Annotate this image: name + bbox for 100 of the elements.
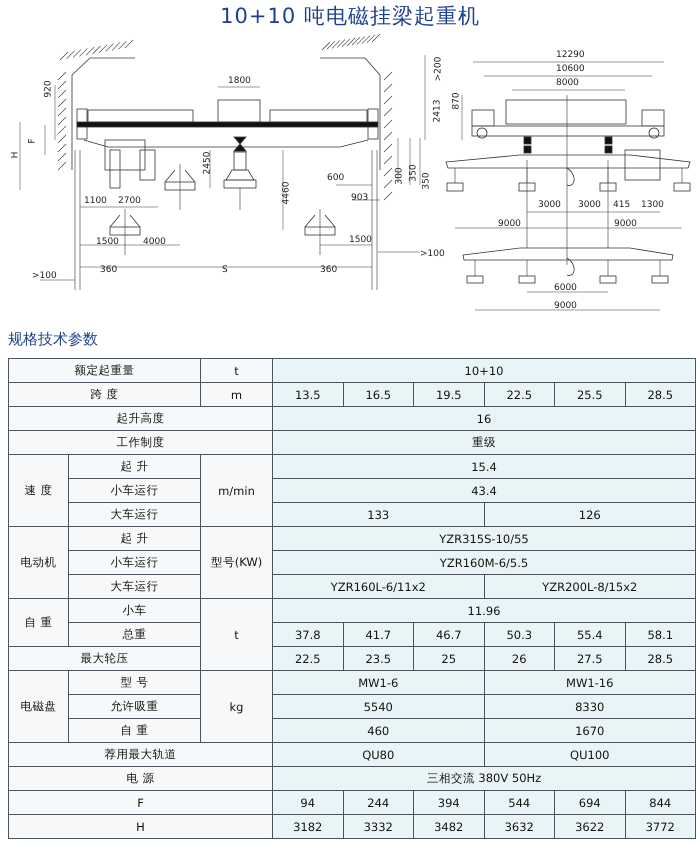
dimension-label: 9000 [498,219,521,229]
dimension-label: 600 [327,173,344,183]
table-cell: 最大轮压 [8,646,200,670]
dimension-label: >200 [433,56,444,82]
table-cell: 3332 [343,814,414,838]
table-cell: 694 [554,790,625,814]
table-cell: YZR315S-10/55 [272,526,696,550]
table-cell: 小车运行 [68,550,200,574]
table-cell: 允许吸重 [68,694,200,718]
dimension-label: 1100 [84,196,107,206]
table-cell: 型号(KW) [200,526,272,598]
dimension-label: S [222,265,228,275]
dimension-label: 1800 [228,76,251,86]
dimension-label: H [10,152,20,158]
table-cell: 型 号 [68,670,200,694]
table-cell: m/min [200,454,272,526]
dimension-label: 3000 [538,200,561,210]
dimension-label: 870 [452,92,462,110]
table-cell: 速 度 [8,454,68,526]
table-cell: 总重 [68,622,200,646]
table-cell: 3772 [625,814,696,838]
table-cell: YZR160M-6/5.5 [272,550,696,574]
table-cell: 额定起重量 [8,358,200,382]
table-cell: 16 [272,406,696,430]
table-cell: 25.5 [554,382,625,406]
table-cell: 844 [625,790,696,814]
table-cell: MW1-6 [272,670,484,694]
table-cell: 3482 [414,814,484,838]
dimension-label: 920 [44,80,54,98]
dimension-label: 1500 [96,237,119,247]
table-cell: 15.4 [272,454,696,478]
table-cell: 25 [414,646,484,670]
table-cell: 小车 [68,598,200,622]
dimension-label: 2450 [202,152,212,174]
table-cell: 37.8 [272,622,343,646]
dimension-label: 360 [320,265,338,275]
table-cell: 重级 [272,430,696,454]
table-cell: 244 [343,790,414,814]
table-cell: 41.7 [343,622,414,646]
section-heading: 规格技术参数 [8,330,98,349]
table-cell: 22.5 [484,382,554,406]
table-cell: 5540 [272,694,484,718]
dimension-label: F [28,138,38,144]
dimension-label: >100 [420,249,445,259]
table-cell: YZR160L-6/11x2 [272,574,484,598]
dimension-label: 8000 [556,78,579,88]
table-cell: QU80 [272,742,484,766]
table-cell: 46.7 [414,622,484,646]
table-cell: 工作制度 [8,430,272,454]
table-cell: 8330 [484,694,696,718]
table-cell: 小车运行 [68,478,200,502]
table-cell: QU100 [484,742,696,766]
table-cell: 126 [484,502,696,526]
diagram-title: 10+10 吨电磁挂梁起重机 [219,3,481,30]
table-cell: 544 [484,790,554,814]
table-cell: 大车运行 [68,502,200,526]
table-cell: 3622 [554,814,625,838]
dimension-label: 1300 [641,200,664,210]
table-cell: 荐用最大轨道 [8,742,272,766]
table-cell: 起升高度 [8,406,272,430]
dimension-label: 3000 [578,200,601,210]
table-cell: 10+10 [272,358,696,382]
table-cell: m [200,382,272,406]
table-cell: 133 [272,502,484,526]
table-cell: 13.5 [272,382,343,406]
table-cell: 26 [484,646,554,670]
dimension-label: 300 [394,167,405,185]
table-cell: 起 升 [68,526,200,550]
table-cell: 58.1 [625,622,696,646]
dimension-label: 6000 [554,283,577,293]
table-cell: 55.4 [554,622,625,646]
dimension-label: 4460 [281,182,292,204]
dimension-label: 415 [613,200,630,210]
dimension-label: 903 [351,193,368,203]
table-cell: kg [200,670,272,742]
table-cell: 1670 [484,718,696,742]
dimension-label: 12290 [556,50,585,60]
table-cell: 自 重 [68,718,200,742]
table-cell: 94 [272,790,343,814]
table-cell: 22.5 [272,646,343,670]
table-cell: 27.5 [554,646,625,670]
table-cell: 3632 [484,814,554,838]
table-cell: 28.5 [625,382,696,406]
dimension-label: 10600 [556,64,585,74]
table-cell: 23.5 [343,646,414,670]
dimension-label: 360 [100,265,118,275]
table-cell: YZR200L-8/15x2 [484,574,696,598]
table-cell: 自 重 [8,598,68,646]
dimension-label: 350 [422,172,432,190]
table-cell: 三相交流 380V 50Hz [272,766,696,790]
table-cell: 28.5 [625,646,696,670]
table-cell: H [8,814,272,838]
table-cell: 16.5 [343,382,414,406]
table-cell: 起 升 [68,454,200,478]
table-cell: 19.5 [414,382,484,406]
table-cell: 3182 [272,814,343,838]
table-cell: t [200,358,272,382]
dimension-label: 4000 [143,237,166,247]
dimension-label: 2700 [118,196,141,206]
dimension-label: 2413 [432,100,442,122]
